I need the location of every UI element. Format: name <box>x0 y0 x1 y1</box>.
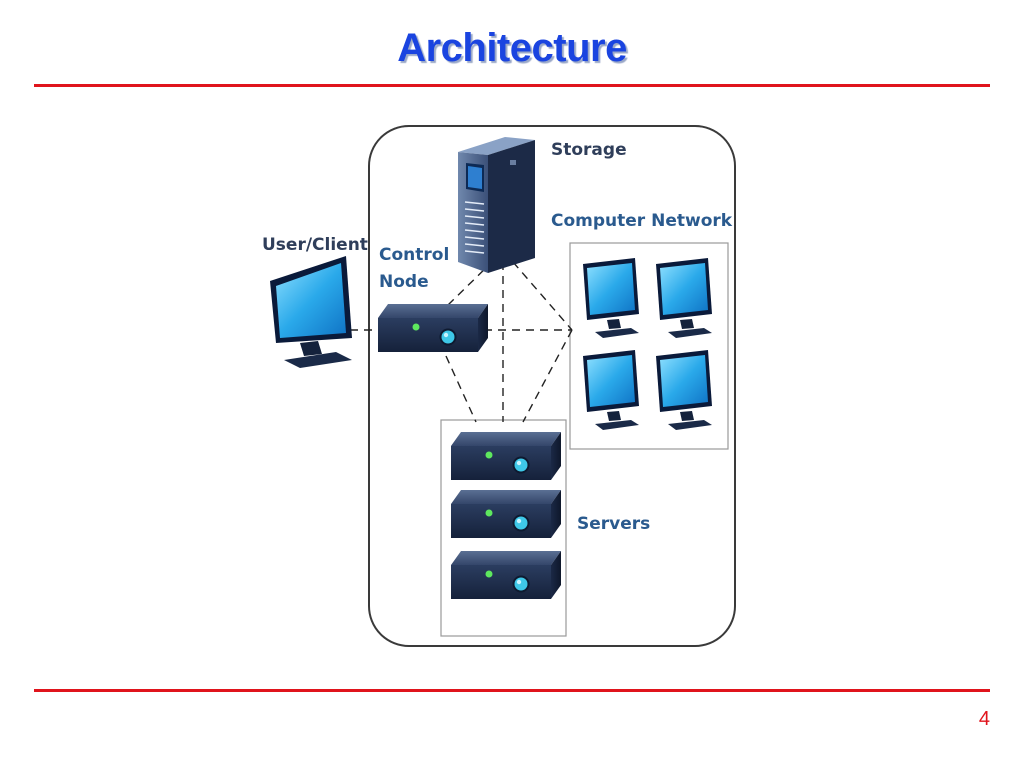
footer-divider <box>34 689 990 692</box>
server-icon <box>451 432 561 480</box>
servers-label: Servers <box>577 514 651 534</box>
dashed-connections <box>350 261 573 423</box>
page-number: 4 <box>978 708 990 730</box>
storage-to-network-link <box>512 261 573 331</box>
server-icon <box>451 490 561 538</box>
title-divider <box>34 84 990 87</box>
control-to-storage-link <box>447 261 493 306</box>
server-icon <box>451 551 561 599</box>
control-node-label-line2: Node <box>379 272 429 292</box>
user-client-monitor-icon <box>270 256 352 368</box>
control-to-servers-link <box>445 355 477 423</box>
control-node-server-icon <box>378 304 488 352</box>
network-to-servers-link <box>522 329 573 423</box>
storage-tower-icon <box>458 137 535 273</box>
system-boundary <box>368 125 736 647</box>
storage-label: Storage <box>551 140 627 160</box>
user-client-label: User/Client <box>262 235 368 255</box>
slide-title: Architecture <box>397 26 627 70</box>
computer-network-label: Computer Network <box>551 211 733 231</box>
control-node-label-line1: Control <box>379 245 450 265</box>
